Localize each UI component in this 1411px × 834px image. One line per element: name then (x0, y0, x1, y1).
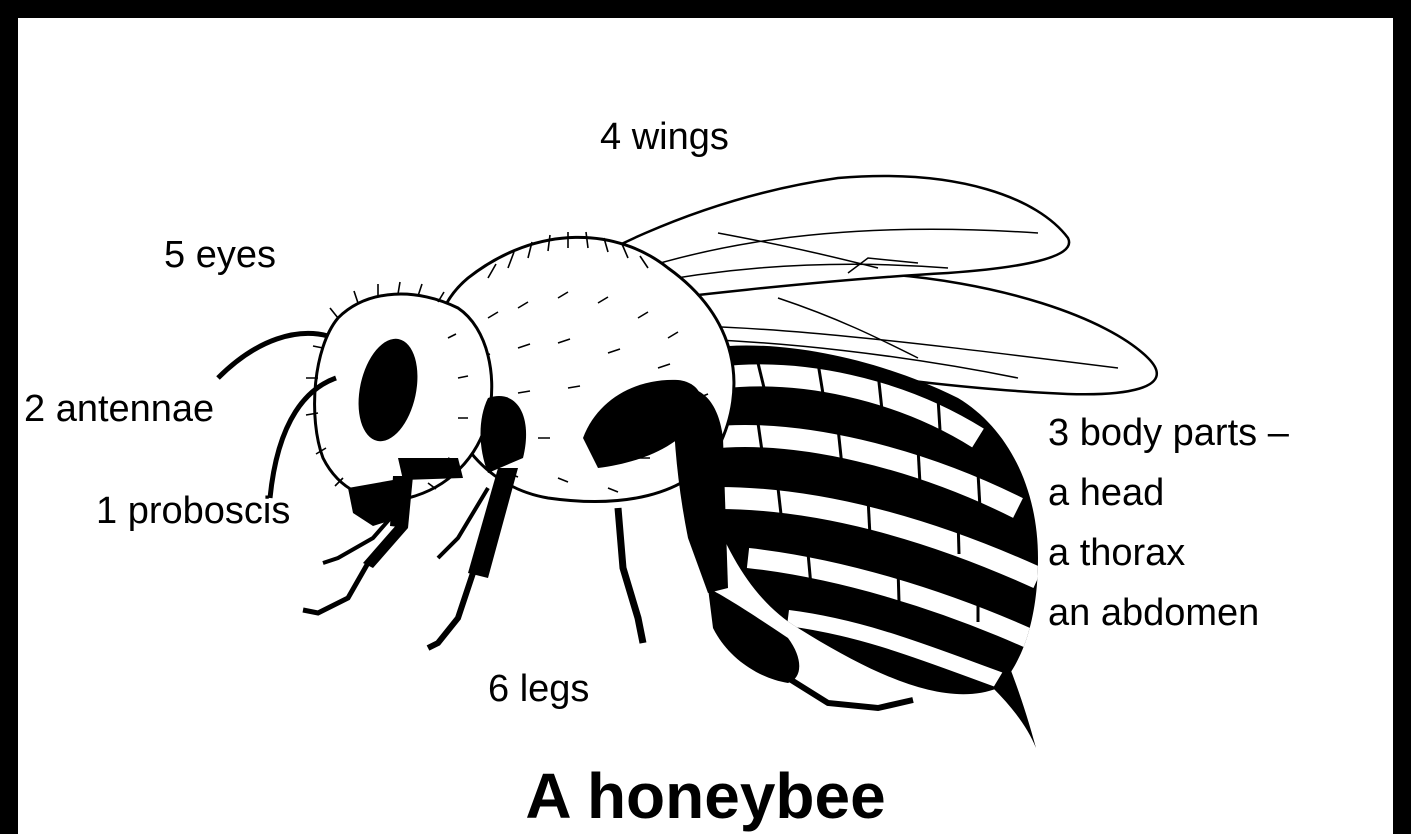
label-abdomen: an abdomen (1048, 590, 1259, 636)
label-head: a head (1048, 470, 1164, 516)
label-eyes: 5 eyes (164, 232, 276, 278)
diagram-title: A honeybee (18, 758, 1393, 834)
label-legs: 6 legs (488, 666, 589, 712)
label-body-parts: 3 body parts – (1048, 410, 1289, 456)
antenna-rear (218, 333, 328, 378)
label-antennae: 2 antennae (24, 386, 214, 432)
diagram-frame: 4 wings 5 eyes 2 antennae 1 proboscis 6 … (18, 18, 1393, 834)
label-proboscis: 1 proboscis (96, 488, 290, 534)
label-thorax: a thorax (1048, 530, 1185, 576)
label-wings: 4 wings (600, 114, 729, 160)
